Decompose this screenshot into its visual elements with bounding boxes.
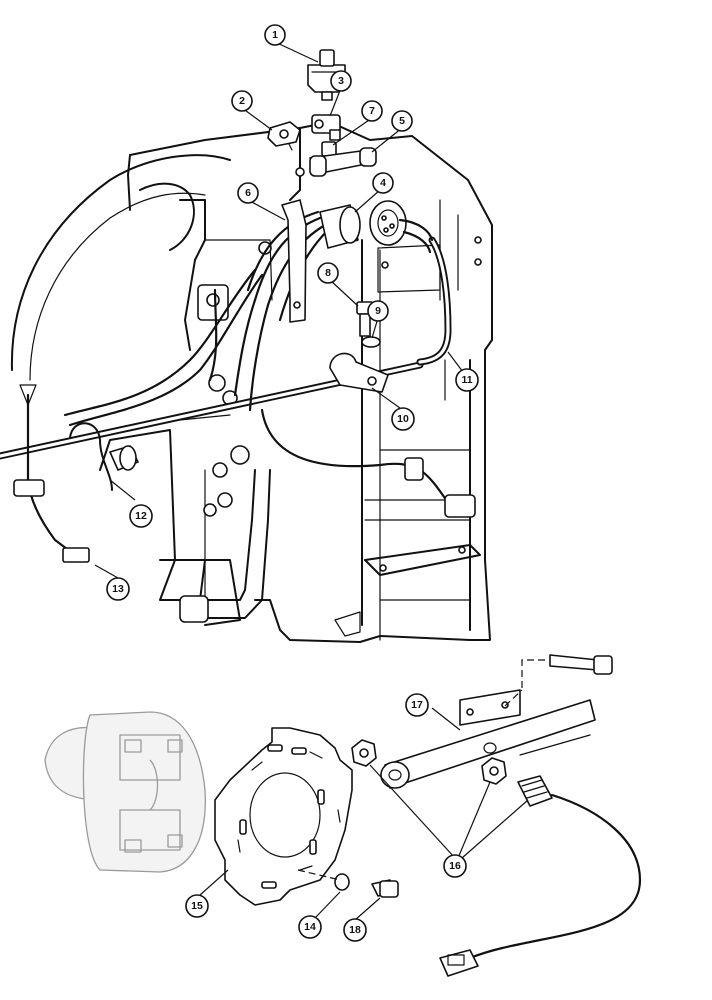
svg-text:15: 15 bbox=[191, 900, 203, 912]
callout-11: 11 bbox=[455, 368, 479, 392]
hose-elbow bbox=[309, 147, 377, 177]
svg-text:8: 8 bbox=[325, 267, 331, 279]
callout-8: 8 bbox=[317, 262, 339, 284]
svg-text:5: 5 bbox=[399, 115, 405, 127]
svg-text:14: 14 bbox=[304, 921, 316, 933]
tone-wheel-fasteners bbox=[297, 869, 399, 898]
svg-text:2: 2 bbox=[239, 95, 245, 107]
callout-15: 15 bbox=[185, 894, 209, 918]
speed-sensor bbox=[439, 775, 642, 977]
callout-3: 3 bbox=[330, 70, 352, 92]
callout-2: 2 bbox=[231, 90, 253, 112]
support-bracket bbox=[281, 199, 307, 323]
harness-clip bbox=[329, 352, 389, 393]
tone-wheel bbox=[214, 727, 353, 906]
bracket-bolt bbox=[504, 654, 613, 707]
wiring-harness bbox=[0, 210, 476, 563]
callout-4: 4 bbox=[372, 172, 394, 194]
callout-16: 16 bbox=[443, 854, 467, 878]
sensor-bracket bbox=[380, 689, 596, 789]
callout-5: 5 bbox=[391, 110, 413, 132]
callout-10: 10 bbox=[391, 407, 415, 431]
tee-fitting bbox=[311, 114, 341, 141]
callout-13: 13 bbox=[106, 577, 130, 601]
svg-text:6: 6 bbox=[245, 187, 251, 199]
svg-text:17: 17 bbox=[411, 699, 423, 711]
lock-nuts bbox=[351, 739, 507, 785]
svg-text:18: 18 bbox=[349, 924, 361, 936]
cable-clamp bbox=[69, 422, 139, 491]
svg-text:13: 13 bbox=[112, 583, 124, 595]
callout-6: 6 bbox=[237, 182, 259, 204]
callout-9: 9 bbox=[367, 300, 389, 322]
svg-text:3: 3 bbox=[338, 75, 344, 87]
svg-text:16: 16 bbox=[449, 860, 461, 872]
callout-14: 14 bbox=[298, 915, 322, 939]
svg-text:1: 1 bbox=[272, 29, 278, 41]
harness-connector bbox=[319, 200, 434, 254]
svg-text:10: 10 bbox=[397, 413, 409, 425]
pressure-fitting bbox=[267, 121, 301, 147]
callout-18: 18 bbox=[343, 918, 367, 942]
svg-text:11: 11 bbox=[461, 374, 472, 386]
callout-12: 12 bbox=[129, 504, 153, 528]
svg-text:7: 7 bbox=[369, 105, 375, 117]
svg-text:9: 9 bbox=[375, 305, 381, 317]
callout-17: 17 bbox=[405, 693, 429, 717]
callout-bubbles: 1 2 3 4 5 6 7 8 9 10 11 12 13 14 15 bbox=[106, 24, 479, 942]
leader-lines bbox=[94, 41, 529, 921]
svg-text:12: 12 bbox=[135, 510, 147, 522]
callout-1: 1 bbox=[264, 24, 286, 46]
washer bbox=[361, 336, 381, 348]
output-yoke bbox=[44, 711, 206, 873]
svg-text:4: 4 bbox=[380, 177, 386, 189]
callout-7: 7 bbox=[361, 100, 383, 122]
